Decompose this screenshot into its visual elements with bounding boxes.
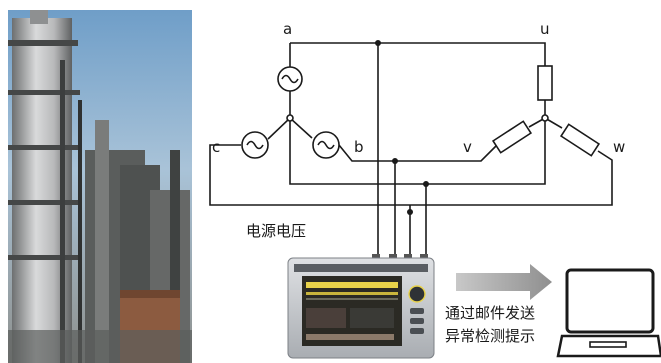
measuring-instrument	[287, 254, 435, 359]
refinery-photo	[8, 10, 192, 363]
notify-line-1: 通过邮件发送	[445, 304, 535, 322]
resistor-icon	[537, 65, 553, 101]
notify-line-2: 异常检测提示	[445, 327, 535, 345]
arrow-right-icon	[456, 264, 552, 300]
ac-source-icon	[312, 131, 340, 159]
source-voltage-caption: 电源电压	[246, 222, 306, 240]
label-c: c	[212, 138, 220, 156]
resistor-icon	[491, 120, 533, 154]
laptop-icon	[556, 268, 661, 358]
wiring	[209, 40, 613, 258]
resistor-icon	[559, 123, 601, 157]
ac-source-icon	[241, 131, 269, 159]
label-b: b	[354, 138, 364, 156]
label-u: u	[540, 20, 550, 38]
label-w: w	[613, 138, 625, 156]
label-v: v	[463, 138, 472, 156]
ac-source-icon	[277, 66, 303, 92]
label-a: a	[283, 20, 292, 38]
